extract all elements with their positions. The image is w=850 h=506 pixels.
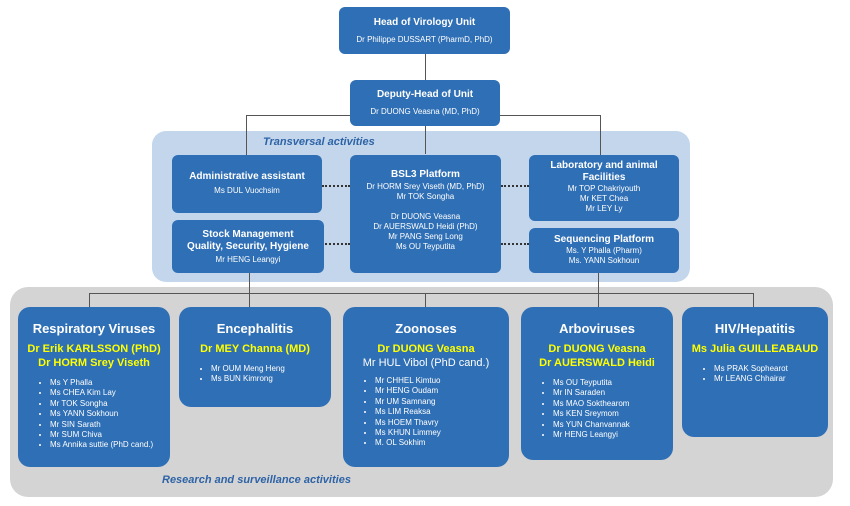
bsl3-member: Ms OU Teyputita	[396, 242, 455, 251]
group-title: HIV/Hepatitis	[714, 321, 796, 336]
member-item: Mr IN Saraden	[553, 388, 673, 398]
deputy-title: Deputy-Head of Unit	[376, 89, 474, 100]
group-lead: Dr AUERSWALD Heidi	[539, 357, 655, 369]
group-lead: Dr MEY Channa (MD)	[200, 343, 310, 355]
research-activities-label: Research and surveillance activities	[162, 474, 351, 486]
seq-member: Ms. YANN Sokhoun	[568, 256, 640, 265]
member-item: Ms YANN Sokhoun	[50, 409, 170, 419]
member-item: Mr UM Samnang	[375, 397, 509, 407]
member-list: Mr CHHEL Kimtuo Mr HENG Oudam Mr UM Samn…	[343, 376, 509, 449]
bsl3-member: Dr HORM Srey Viseth (MD, PhD)	[366, 182, 485, 191]
member-item: Mr HENG Oudam	[375, 386, 509, 396]
head-of-unit-box: Head of Virology Unit Dr Philippe DUSSAR…	[339, 7, 510, 54]
group-lead: Ms Julia GUILLEABAUD	[691, 343, 819, 355]
stock-title-1: Stock Management	[202, 229, 294, 240]
group-title: Zoonoses	[395, 321, 457, 336]
bsl3-member: Mr PANG Seng Long	[388, 232, 463, 241]
member-item: Ms BUN Kimrong	[211, 374, 331, 384]
admin-assistant-box: Administrative assistant Ms DUL Vuochsim	[172, 155, 322, 213]
bsl3-platform-box: BSL3 Platform Dr HORM Srey Viseth (MD, P…	[350, 155, 501, 273]
head-title: Head of Virology Unit	[373, 17, 476, 28]
hiv-connector	[753, 293, 754, 307]
member-item: Ms Y Phalla	[50, 378, 170, 388]
admin-title: Administrative assistant	[189, 171, 305, 182]
bsl3-title: BSL3 Platform	[391, 169, 460, 180]
encephalitis-box: Encephalitis Dr MEY Channa (MD) Mr OUM M…	[179, 307, 331, 407]
stock-name: Mr HENG Leangyi	[215, 255, 281, 264]
zoonoses-connector	[425, 293, 426, 307]
lab-title-1: Laboratory and animal	[550, 160, 658, 171]
arboviruses-connector	[598, 293, 599, 307]
member-item: Ms LIM Reaksa	[375, 407, 509, 417]
research-horizontal-connector	[89, 293, 753, 294]
member-list: Mr OUM Meng Heng Ms BUN Kimrong	[179, 364, 331, 385]
head-name: Dr Philippe DUSSART (PharmD, PhD)	[356, 35, 493, 44]
stock-bsl3-dotted-link	[322, 243, 350, 245]
group-title: Encephalitis	[216, 321, 294, 336]
bsl3-seq-dotted-link	[501, 243, 529, 245]
bsl3-spacer	[350, 202, 501, 212]
group-lead: Dr DUONG Veasna	[548, 343, 646, 355]
member-item: Mr LEANG Chhairar	[714, 374, 828, 384]
stock-management-box: Stock Management Quality, Security, Hygi…	[172, 220, 324, 273]
group-lead: Dr DUONG Veasna	[377, 343, 475, 355]
encephalitis-connector	[249, 293, 250, 307]
member-item: Ms MAO Sokthearom	[553, 399, 673, 409]
member-item: M. OL Sokhim	[375, 438, 509, 448]
arboviruses-box: Arboviruses Dr DUONG Veasna Dr AUERSWALD…	[521, 307, 673, 460]
member-item: Mr SIN Sarath	[50, 420, 170, 430]
bsl3-member: Dr DUONG Veasna	[390, 212, 461, 221]
lab-facilities-box: Laboratory and animal Facilities Mr TOP …	[529, 155, 679, 221]
hiv-hepatitis-box: HIV/Hepatitis Ms Julia GUILLEABAUD Ms PR…	[682, 307, 828, 437]
seq-member: Ms. Y Phalla (Pharm)	[566, 246, 642, 255]
member-item: Ms KEN Sreymom	[553, 409, 673, 419]
transversal-activities-label: Transversal activities	[263, 136, 375, 148]
head-to-deputy-connector	[425, 54, 426, 80]
member-item: Ms HOEM Thavry	[375, 418, 509, 428]
group-title: Respiratory Viruses	[32, 321, 156, 336]
sequencing-platform-box: Sequencing Platform Ms. Y Phalla (Pharm)…	[529, 228, 679, 273]
admin-bsl3-dotted-link	[322, 185, 350, 187]
zoonoses-box: Zoonoses Dr DUONG Veasna Mr HUL Vibol (P…	[343, 307, 509, 467]
member-item: Ms Annika suttie (PhD cand.)	[50, 440, 170, 450]
lab-member: Mr KET Chea	[579, 194, 629, 203]
member-item: Mr HENG Leangyi	[553, 430, 673, 440]
respiratory-connector	[89, 293, 90, 307]
admin-connector	[246, 115, 247, 155]
member-item: Ms CHEA Kim Lay	[50, 388, 170, 398]
lab-connector	[600, 115, 601, 155]
member-item: Mr CHHEL Kimtuo	[375, 376, 509, 386]
member-item: Mr TOK Songha	[50, 399, 170, 409]
group-sub-lead: Mr HUL Vibol (PhD cand.)	[362, 357, 490, 369]
bsl3-member: Mr TOK Songha	[396, 192, 455, 201]
member-item: Ms PRAK Sophearot	[714, 364, 828, 374]
stock-to-research-connector	[249, 273, 250, 293]
deputy-name: Dr DUONG Veasna (MD, PhD)	[370, 107, 480, 116]
seq-title: Sequencing Platform	[553, 234, 654, 245]
member-list: Ms PRAK Sophearot Mr LEANG Chhairar	[682, 364, 828, 385]
member-list: Ms Y Phalla Ms CHEA Kim Lay Mr TOK Songh…	[18, 378, 170, 451]
lab-member: Mr TOP Chakriyouth	[567, 184, 641, 193]
deputy-head-box: Deputy-Head of Unit Dr DUONG Veasna (MD,…	[350, 80, 500, 126]
group-lead: Dr HORM Srey Viseth	[38, 357, 150, 369]
member-item: Mr OUM Meng Heng	[211, 364, 331, 374]
group-title: Arboviruses	[559, 321, 635, 336]
member-item: Mr SUM Chiva	[50, 430, 170, 440]
deputy-to-bsl3-connector	[425, 126, 426, 154]
bsl3-member: Dr AUERSWALD Heidi (PhD)	[373, 222, 478, 231]
member-item: Ms KHUN Limmey	[375, 428, 509, 438]
stock-title-2: Quality, Security, Hygiene	[187, 241, 309, 252]
admin-name: Ms DUL Vuochsim	[214, 186, 280, 195]
group-lead: Dr Erik KARLSSON (PhD)	[27, 343, 161, 355]
member-list: Ms OU Teyputita Mr IN Saraden Ms MAO Sok…	[521, 378, 673, 440]
lab-title-2: Facilities	[582, 172, 626, 183]
respiratory-viruses-box: Respiratory Viruses Dr Erik KARLSSON (Ph…	[18, 307, 170, 467]
bsl3-lab-dotted-link	[501, 185, 529, 187]
seq-to-research-connector	[598, 273, 599, 293]
lab-member: Mr LEY Ly	[585, 204, 623, 213]
member-item: Ms YUN Chanvannak	[553, 420, 673, 430]
member-item: Ms OU Teyputita	[553, 378, 673, 388]
